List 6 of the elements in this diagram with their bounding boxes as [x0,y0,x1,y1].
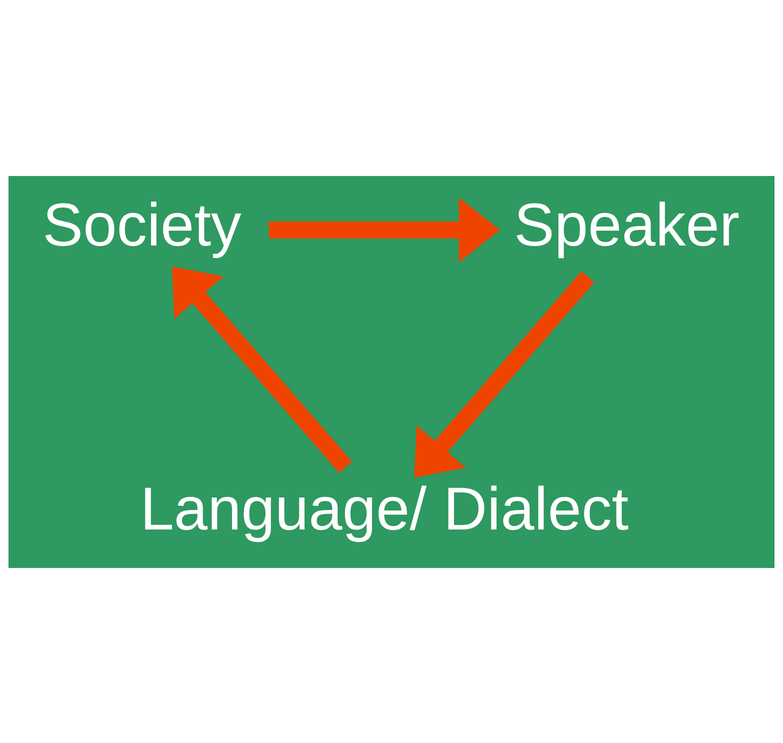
arrow [268,196,500,262]
node-text: Society [42,190,242,258]
node-text: Language/ Dialect [140,474,629,542]
arrow [172,266,352,472]
arrow [414,270,594,478]
node-text: Speaker [514,190,740,258]
